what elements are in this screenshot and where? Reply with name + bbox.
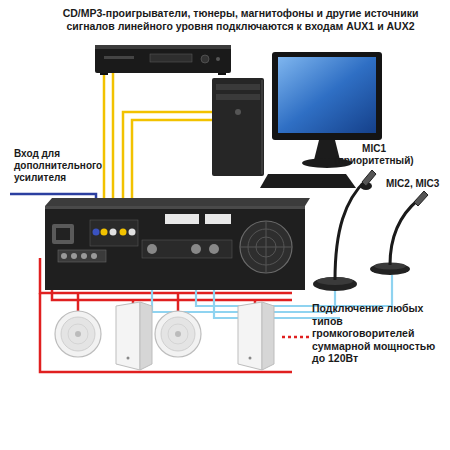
- computer-tower: [212, 78, 264, 176]
- keyboard: [260, 174, 372, 190]
- cd-player: [100, 73, 108, 75]
- input-note: Вход для дополнительного усилителя: [14, 148, 126, 184]
- amplifier-rear-panel: [147, 244, 157, 254]
- box-speaker: [262, 302, 274, 370]
- red-speaker-wire: [77, 293, 80, 311]
- box-speaker: [140, 302, 152, 370]
- computer-monitor: [272, 52, 382, 140]
- amplifier-rear-panel: [81, 253, 87, 259]
- ceiling-speaker: [75, 331, 81, 337]
- keyboard: [260, 174, 356, 188]
- computer-tower: [216, 84, 260, 90]
- red-speaker-wire: [177, 293, 180, 311]
- source-note: CD/MP3-проигрыватели, тюнеры, магнитофон…: [38, 7, 443, 32]
- amplifier-rear-panel: [45, 206, 305, 290]
- cd-player: [201, 55, 209, 63]
- box-speaker: [116, 302, 274, 370]
- amplifier-rear-panel: [191, 244, 201, 254]
- microphone: [362, 170, 376, 186]
- cd-player: [104, 56, 134, 59]
- red-dashed-leader: [282, 336, 310, 339]
- amplifier-rear-panel: [110, 229, 117, 236]
- amplifier-rear-panel: [56, 228, 70, 240]
- ceiling-speaker: [161, 317, 195, 351]
- computer-tower: [216, 94, 260, 100]
- amplifier-rear-panel: [45, 198, 310, 206]
- ceiling-speaker: [168, 324, 188, 344]
- mic-label: MIC2, MIC3: [386, 178, 439, 190]
- amplifier-rear-panel: [93, 229, 100, 236]
- red-dashed-leader: [282, 336, 310, 339]
- computer-tower: [261, 80, 262, 174]
- ceiling-speaker: [61, 317, 95, 351]
- microphone: [335, 180, 366, 280]
- box-speaker: [238, 302, 262, 370]
- amplifier-rear-panel: [52, 224, 74, 244]
- amplifier-rear-panel: [209, 244, 219, 254]
- amplifier-rear-panel: [61, 253, 67, 259]
- red-speaker-wire: [40, 293, 292, 372]
- box-speaker: [249, 357, 252, 360]
- amplifier-rear-panel: [71, 253, 77, 259]
- ceiling-speaker: [155, 311, 201, 357]
- amplifier-rear-panel: [90, 220, 138, 246]
- computer-monitor: [278, 57, 376, 133]
- amplifier-rear-panel: [165, 214, 199, 224]
- box-speaker: [116, 302, 140, 370]
- computer-tower: [235, 109, 241, 115]
- amplifier-rear-panel: [129, 229, 136, 236]
- amplifier-rear-panel: [240, 221, 292, 273]
- amplifier-rear-panel: [142, 240, 232, 258]
- ceiling-speaker: [55, 311, 101, 357]
- ceiling-speaker: [68, 324, 88, 344]
- cd-player: [95, 45, 231, 49]
- amplifier-rear-panel: [58, 250, 106, 262]
- amplifier-rear-panel: [101, 229, 108, 236]
- cd-player: [150, 54, 192, 62]
- cd-player: [95, 45, 231, 73]
- cd-player: [218, 73, 226, 75]
- amplifier-rear-panel: [205, 214, 231, 224]
- amplifier-rear-panel: [120, 229, 127, 236]
- mic-label: MIC1 (приоритетный): [328, 143, 420, 167]
- amplifier-rear-panel: [45, 206, 305, 209]
- amplifier-rear-panel: [45, 198, 310, 290]
- speaker-note: Подключение любых типов громкоговорителе…: [312, 302, 447, 365]
- amplifier-rear-panel: [91, 253, 97, 259]
- computer-tower: [212, 78, 264, 176]
- box-speaker: [127, 357, 130, 360]
- microphone: [390, 200, 418, 265]
- cd-player: [95, 45, 231, 75]
- microphone: [414, 191, 428, 206]
- amplifier-rear-panel: [266, 221, 267, 273]
- cd-player: [216, 57, 220, 61]
- ceiling-speaker: [175, 331, 181, 337]
